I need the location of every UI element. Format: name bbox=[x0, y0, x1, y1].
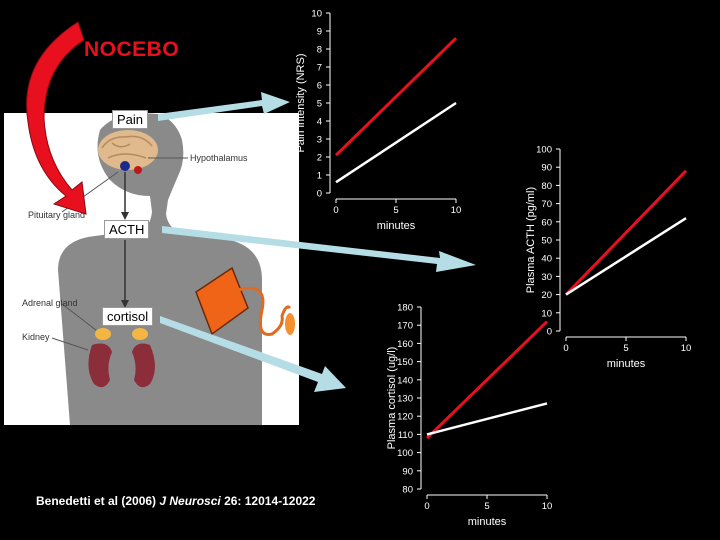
cortisol-x-tick-label: 0 bbox=[424, 501, 429, 512]
cortisol-y-tick-label: 80 bbox=[402, 485, 413, 496]
cortisol-series-line-red bbox=[425, 320, 549, 440]
cortisol-x-tick-label: 10 bbox=[542, 501, 553, 512]
acth-series-line-red bbox=[564, 169, 688, 296]
acth-y-tick-label: 70 bbox=[541, 199, 552, 210]
cortisol-x-tick-label: 5 bbox=[484, 501, 489, 512]
citation-journal: J Neurosci bbox=[159, 494, 221, 508]
pain-y-axis-label: Pain intensity (NRS) bbox=[295, 53, 307, 152]
hypothalamus-dot bbox=[120, 161, 130, 171]
cortisol-y-tick-label: 130 bbox=[397, 394, 413, 405]
arrow-cortisol-to-chart bbox=[160, 316, 346, 392]
cortisol-y-tick-label: 90 bbox=[402, 466, 413, 477]
cortisol-y-tick-label: 110 bbox=[398, 430, 413, 441]
adrenal-text: Adrenal gland bbox=[22, 298, 78, 308]
acth-label: ACTH bbox=[104, 220, 150, 239]
kidney-leader bbox=[51, 337, 89, 351]
blood-sample-bag bbox=[195, 266, 295, 336]
cortisol-y-tick-label: 160 bbox=[397, 339, 413, 350]
pain-y-tick-label: 7 bbox=[317, 63, 322, 74]
cortisol-series-line-white bbox=[426, 402, 548, 436]
cortisol-y-tick-label: 120 bbox=[397, 412, 413, 423]
pathway-arrowhead-2 bbox=[121, 300, 129, 308]
pain-x-tick-label: 0 bbox=[333, 205, 338, 216]
pituitary-dot bbox=[134, 166, 142, 174]
citation-authors: Benedetti et al (2006) bbox=[36, 494, 160, 508]
arrow-acth-to-chart bbox=[162, 226, 476, 272]
pain-x-axis-label: minutes bbox=[377, 220, 416, 232]
pain-y-tick-label: 6 bbox=[317, 81, 322, 92]
cortisol-y-tick-label: 170 bbox=[397, 321, 413, 332]
kidney-right bbox=[132, 343, 155, 388]
kidney-left bbox=[88, 343, 112, 388]
hypothalamus-text: Hypothalamus bbox=[190, 153, 248, 163]
acth-y-tick-label: 100 bbox=[536, 145, 552, 156]
acth-y-tick-label: 30 bbox=[541, 272, 552, 283]
pain-y-tick-label: 1 bbox=[317, 171, 322, 182]
pathway-arrowhead-1 bbox=[121, 212, 129, 220]
citation-ref: 26: 12014-12022 bbox=[220, 494, 316, 508]
pain-y-tick-label: 8 bbox=[317, 45, 322, 56]
brain-shape bbox=[98, 130, 158, 170]
acth-y-tick-label: 80 bbox=[541, 181, 552, 192]
acth-y-tick-label: 60 bbox=[541, 217, 552, 228]
acth-y-axis-label: Plasma ACTH (pg/ml) bbox=[525, 187, 537, 293]
pain-y-tick-label: 4 bbox=[317, 117, 322, 128]
pain-y-tick-label: 0 bbox=[317, 189, 322, 200]
pain-x-tick-label: 10 bbox=[451, 205, 462, 216]
arrow-pain-to-chart bbox=[158, 92, 290, 121]
nocebo-title: NOCEBO bbox=[84, 38, 180, 61]
cortisol-y-axis-label: Plasma cortisol (ug/l) bbox=[386, 347, 398, 450]
adrenal-gland-left bbox=[95, 328, 111, 340]
acth-x-tick-label: 10 bbox=[681, 343, 692, 354]
pain-series-line-white bbox=[335, 101, 457, 184]
acth-y-tick-label: 0 bbox=[547, 327, 552, 338]
pain-y-tick-label: 9 bbox=[317, 27, 322, 38]
pain-y-tick-label: 5 bbox=[317, 99, 322, 110]
cortisol-y-tick-label: 140 bbox=[397, 375, 413, 386]
cortisol-label: cortisol bbox=[102, 307, 154, 326]
pain-x-tick-label: 5 bbox=[393, 205, 398, 216]
cortisol-y-tick-label: 150 bbox=[397, 357, 413, 368]
acth-x-tick-label: 0 bbox=[563, 343, 568, 354]
pituitary-text: Pituitary gland bbox=[28, 210, 85, 220]
adrenal-gland-right bbox=[132, 328, 148, 340]
cortisol-y-tick-label: 180 bbox=[397, 303, 413, 314]
kidney-text: Kidney bbox=[22, 332, 50, 342]
nocebo-curved-arrow bbox=[26, 21, 87, 215]
pain-series-line-red bbox=[334, 37, 458, 157]
anatomy-figure: Hypothalamus Pituitary gland Adrenal gla… bbox=[4, 113, 299, 425]
acth-y-tick-label: 50 bbox=[541, 236, 552, 247]
adrenal-leader bbox=[61, 303, 97, 331]
acth-x-axis-label: minutes bbox=[607, 358, 646, 370]
acth-x-tick-label: 5 bbox=[623, 343, 628, 354]
citation: Benedetti et al (2006) J Neurosci 26: 12… bbox=[36, 494, 315, 508]
pain-y-tick-label: 2 bbox=[317, 153, 322, 164]
acth-y-tick-label: 40 bbox=[541, 254, 552, 265]
acth-series-line-white bbox=[565, 217, 687, 296]
acth-y-tick-label: 20 bbox=[541, 290, 552, 301]
acth-y-tick-label: 90 bbox=[541, 163, 552, 174]
cortisol-y-tick-label: 100 bbox=[397, 448, 413, 459]
pain-y-tick-label: 10 bbox=[311, 9, 322, 20]
acth-y-tick-label: 10 bbox=[541, 308, 552, 319]
pain-label: Pain bbox=[112, 110, 149, 129]
brain-folds bbox=[101, 135, 153, 159]
cortisol-x-axis-label: minutes bbox=[468, 516, 507, 528]
pain-y-tick-label: 3 bbox=[317, 135, 322, 146]
